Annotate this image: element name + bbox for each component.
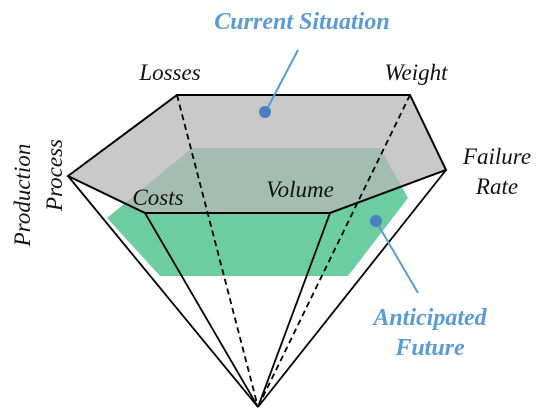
current-situation-dot <box>259 106 271 118</box>
losses-label: Losses <box>138 60 200 85</box>
production-process-label-line2: Process <box>42 139 67 212</box>
failure-rate-label-line2: Rate <box>475 174 518 199</box>
edge-back-right <box>257 94 411 408</box>
edge-front-left <box>144 212 259 408</box>
anticipated-future-label-line1: Anticipated <box>371 305 487 331</box>
edge-back-left <box>176 94 259 408</box>
volume-label: Volume <box>266 177 334 202</box>
weight-label: Weight <box>384 60 448 85</box>
current-situation-leader <box>265 49 299 112</box>
anticipated-future-dot <box>370 215 382 227</box>
costs-label: Costs <box>132 185 183 210</box>
edge-right <box>257 169 447 408</box>
current-situation-label: Current Situation <box>214 9 389 35</box>
anticipated-future-label-line2: Future <box>394 335 465 361</box>
top-face <box>68 95 446 213</box>
anticipated-future-leader <box>376 222 419 294</box>
production-process-label-line1: Production <box>10 144 35 248</box>
failure-rate-label-line1: Failure <box>462 144 531 169</box>
edge-left <box>67 175 259 408</box>
edge-front-right <box>257 212 331 408</box>
